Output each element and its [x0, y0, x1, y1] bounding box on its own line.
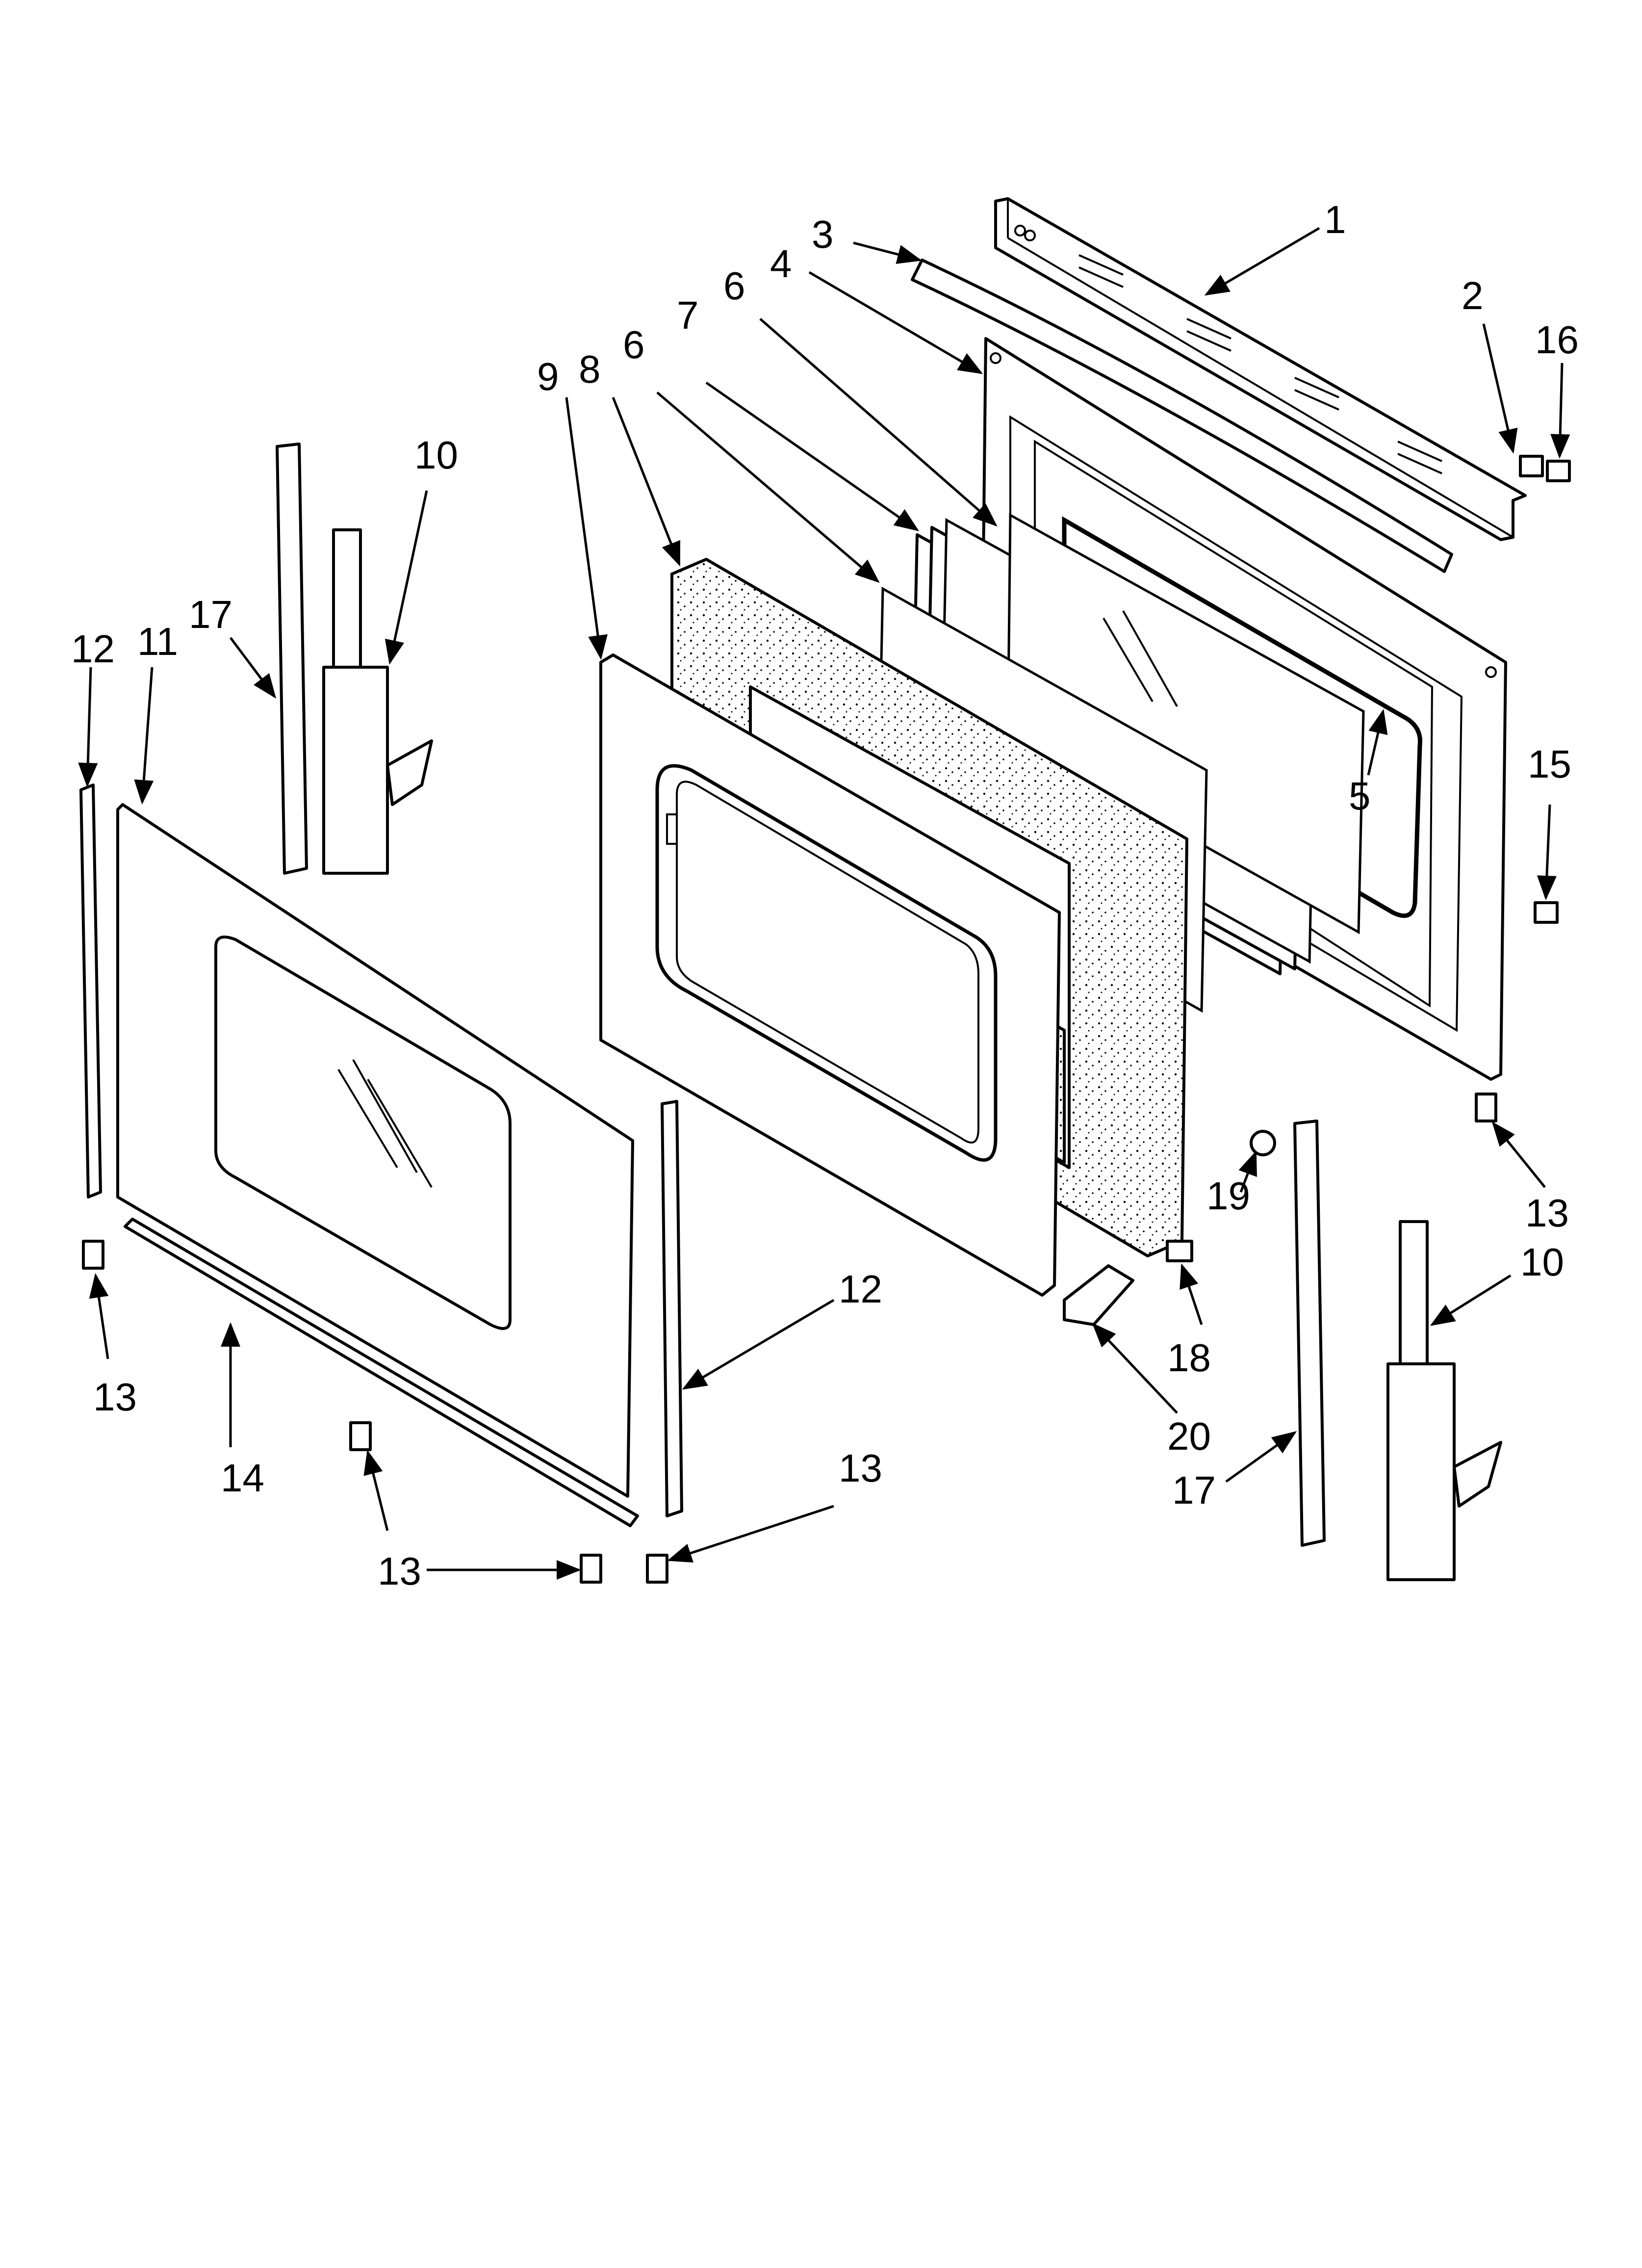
screw-15: [1534, 901, 1559, 924]
callout-13a: 13: [1525, 1191, 1569, 1235]
callout-19: 19: [1206, 1174, 1250, 1218]
callout-15: 15: [1528, 742, 1571, 786]
screw-13-bottom-b: [580, 1554, 602, 1584]
callouts: 1 2 16 3 4 6 7 6 8 9 10 17 11 12 5 15 13…: [71, 198, 1579, 1593]
screw-13-left: [82, 1240, 104, 1270]
callout-10b: 10: [1520, 1240, 1564, 1284]
outer-door-panel: [116, 803, 634, 1498]
screw-16: [1546, 460, 1571, 482]
door-gasket: [1062, 516, 1423, 918]
callout-3: 3: [812, 212, 834, 256]
screw-2: [1519, 455, 1544, 477]
hinge-right: [1386, 1220, 1502, 1581]
callout-8: 8: [579, 347, 601, 391]
callout-14: 14: [221, 1456, 264, 1500]
screw-13-bottom-a: [349, 1421, 372, 1451]
callout-6b: 6: [623, 323, 645, 366]
callout-5: 5: [1349, 774, 1371, 818]
hinge-receptacle-right: [1293, 1120, 1326, 1547]
callout-18: 18: [1167, 1336, 1211, 1380]
hinge-receptacle-left: [276, 443, 308, 875]
callout-6a: 6: [723, 264, 745, 308]
bottom-trim: [124, 1218, 639, 1527]
callout-7: 7: [677, 293, 699, 337]
leader-lines: [78, 227, 1570, 1580]
callout-1: 1: [1324, 198, 1346, 241]
callout-12a: 12: [71, 627, 115, 671]
door-frame: [599, 653, 1061, 1297]
glass-reflection-inner: [1103, 610, 1178, 707]
callout-4: 4: [770, 242, 792, 286]
callout-12b: 12: [839, 1267, 882, 1311]
side-trim-right: [661, 1100, 683, 1517]
glass-reflection-outer: [337, 1059, 433, 1188]
screw-13-right: [1475, 1093, 1497, 1122]
callout-13b: 13: [839, 1446, 882, 1490]
callout-20: 20: [1167, 1414, 1211, 1458]
vent-trim-strip: [994, 197, 1527, 541]
callout-10a: 10: [414, 433, 458, 477]
hinge-left: [322, 528, 433, 875]
screw-13-bottom-c: [646, 1554, 668, 1584]
callout-9: 9: [537, 355, 559, 398]
side-trim-left: [79, 783, 102, 1199]
plug-19: [1250, 1130, 1276, 1156]
screw-18: [1166, 1240, 1193, 1262]
callout-17b: 17: [1172, 1468, 1216, 1512]
callout-13d: 13: [93, 1375, 137, 1419]
door-handle: [911, 259, 1453, 573]
callout-11: 11: [137, 620, 178, 663]
callout-16: 16: [1535, 318, 1579, 362]
vent-slots: [1078, 254, 1442, 474]
callout-2: 2: [1462, 274, 1484, 317]
hinge-bracket: [1063, 1264, 1134, 1326]
callout-13c: 13: [378, 1549, 421, 1593]
callout-17a: 17: [189, 593, 232, 636]
